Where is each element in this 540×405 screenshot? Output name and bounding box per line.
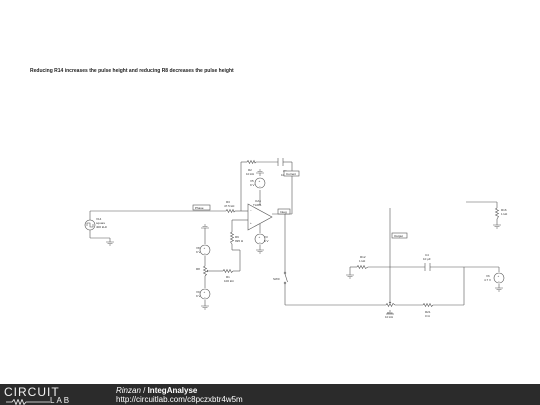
- ground-symbol: [106, 241, 114, 246]
- svg-text:R1: R1: [226, 275, 230, 279]
- svg-text:Output: Output: [394, 234, 403, 238]
- ground-symbol: [201, 224, 209, 229]
- v5-source[interactable]: + − V5 9 V: [250, 177, 266, 189]
- svg-text:−: −: [204, 251, 206, 255]
- svg-text:10 µF: 10 µF: [423, 257, 431, 261]
- svg-text:V8: V8: [196, 246, 200, 250]
- footer-bar: CIRCUIT LAB Rinzan / IntegAnalyse http:/…: [0, 384, 540, 405]
- schematic-title: Reducing R14 increases the pulse height …: [30, 68, 234, 74]
- svg-text:−: −: [498, 279, 500, 283]
- svg-text:9 V: 9 V: [196, 294, 201, 298]
- r2-resistor[interactable]: R2 10 kΩ: [246, 159, 257, 177]
- r9-resistor[interactable]: R9 995 Ω: [229, 231, 244, 245]
- svg-text:−: −: [250, 208, 252, 212]
- net-label-output[interactable]: Output: [391, 232, 408, 239]
- svg-text:+: +: [250, 221, 252, 225]
- svg-text:V3: V3: [264, 235, 268, 239]
- project-name[interactable]: IntegAnalyse: [147, 386, 198, 395]
- svg-text:OA1: OA1: [255, 199, 261, 203]
- svg-text:R9: R9: [235, 235, 239, 239]
- svg-text:1 kΩ: 1 kΩ: [501, 212, 508, 216]
- circuitlab-logo[interactable]: CIRCUIT LAB: [4, 385, 104, 405]
- v6-source[interactable]: + − V6 4.7 V: [484, 272, 505, 284]
- svg-text:10 kΩ: 10 kΩ: [385, 315, 394, 319]
- ground-symbol: [495, 287, 503, 292]
- net-label-integ[interactable]: Integ: [277, 208, 291, 215]
- svg-text:9 V: 9 V: [250, 183, 255, 187]
- svg-text:V6: V6: [486, 274, 490, 278]
- svg-text:R8: R8: [196, 267, 200, 271]
- schematic-canvas[interactable]: V14 square 400 kHz R3 47.5 kΩ R2 10 kΩ C…: [0, 0, 540, 384]
- svg-text:+: +: [204, 290, 206, 294]
- r8-potentiometer[interactable]: R8: [196, 265, 209, 277]
- right-circuit-wires: [285, 201, 500, 314]
- svg-text:R16: R16: [501, 208, 507, 212]
- r3-resistor[interactable]: R3 47.5 kΩ: [224, 200, 236, 214]
- c4-capacitor[interactable]: C4 10 µF: [423, 253, 431, 271]
- r14-potentiometer[interactable]: R14 10 kΩ: [385, 300, 396, 319]
- ground-symbol: [201, 305, 209, 310]
- svg-text:C4: C4: [425, 253, 429, 257]
- author-link[interactable]: Rinzan: [116, 386, 141, 395]
- logo-wave-icon: [6, 399, 50, 405]
- ground-symbol: [256, 249, 264, 254]
- net-label-phase[interactable]: Phase: [192, 204, 211, 211]
- sw0-switch[interactable]: SW0: [273, 271, 288, 285]
- r21-resistor[interactable]: R21 0 Ω: [422, 302, 434, 319]
- left-circuit-wires: [89, 161, 293, 306]
- svg-text:9 V: 9 V: [196, 250, 201, 254]
- svg-text:Phase: Phase: [195, 206, 204, 210]
- svg-text:V14: V14: [96, 217, 102, 221]
- svg-text:R12: R12: [360, 255, 366, 259]
- opamp-tl081[interactable]: − + OA1 TL081: [247, 199, 273, 231]
- svg-text:R2: R2: [248, 168, 252, 172]
- svg-text:−: −: [259, 240, 261, 244]
- v3-source[interactable]: + − V3 9 V: [254, 233, 269, 245]
- svg-text:1 kΩ: 1 kΩ: [359, 259, 366, 263]
- separator: /: [140, 386, 148, 395]
- svg-text:+: +: [259, 179, 261, 183]
- v8-source[interactable]: + − V8 9 V: [196, 244, 211, 256]
- svg-text:+: +: [204, 246, 206, 250]
- r1-resistor[interactable]: R1 100 kΩ: [222, 268, 234, 284]
- logo-text-top: CIRCUIT: [4, 385, 60, 399]
- svg-text:V5: V5: [250, 179, 254, 183]
- ground-symbol: [493, 224, 501, 229]
- svg-text:0 Ω: 0 Ω: [425, 314, 431, 318]
- svg-text:SW0: SW0: [273, 277, 280, 281]
- svg-text:V9: V9: [196, 290, 200, 294]
- svg-text:100 kΩ: 100 kΩ: [224, 279, 234, 283]
- svg-text:47.5 kΩ: 47.5 kΩ: [224, 204, 235, 208]
- svg-text:Integ: Integ: [280, 210, 287, 214]
- svg-text:R3: R3: [226, 200, 230, 204]
- svg-text:square: square: [96, 221, 106, 225]
- net-label-current[interactable]: Current: [283, 170, 300, 177]
- svg-text:TL081: TL081: [253, 203, 262, 207]
- logo-text-bottom: LAB: [50, 396, 72, 405]
- svg-text:R14: R14: [387, 311, 393, 315]
- ground-symbol: [346, 274, 354, 279]
- r12-resistor[interactable]: R12 1 kΩ: [356, 255, 369, 270]
- svg-text:4.7 V: 4.7 V: [484, 278, 491, 282]
- v9-source[interactable]: + − V9 9 V: [196, 288, 211, 300]
- svg-text:+: +: [498, 274, 500, 278]
- svg-text:995 Ω: 995 Ω: [235, 239, 244, 243]
- svg-text:+: +: [259, 235, 261, 239]
- v14-square-source[interactable]: V14 square 400 kHz: [84, 217, 108, 231]
- project-url[interactable]: http://circuitlab.com/c8pczxbtr4w5m: [116, 395, 243, 404]
- svg-text:R21: R21: [425, 310, 431, 314]
- svg-text:400 kHz: 400 kHz: [96, 225, 108, 229]
- ground-symbol: [256, 169, 264, 174]
- svg-text:10 kΩ: 10 kΩ: [246, 172, 255, 176]
- svg-text:−: −: [204, 295, 206, 299]
- svg-text:Current: Current: [286, 172, 296, 176]
- svg-text:9 V: 9 V: [264, 239, 269, 243]
- r16-resistor[interactable]: R16 1 kΩ: [494, 207, 509, 220]
- author-project-line: Rinzan / IntegAnalyse: [116, 386, 197, 395]
- svg-text:−: −: [259, 184, 261, 188]
